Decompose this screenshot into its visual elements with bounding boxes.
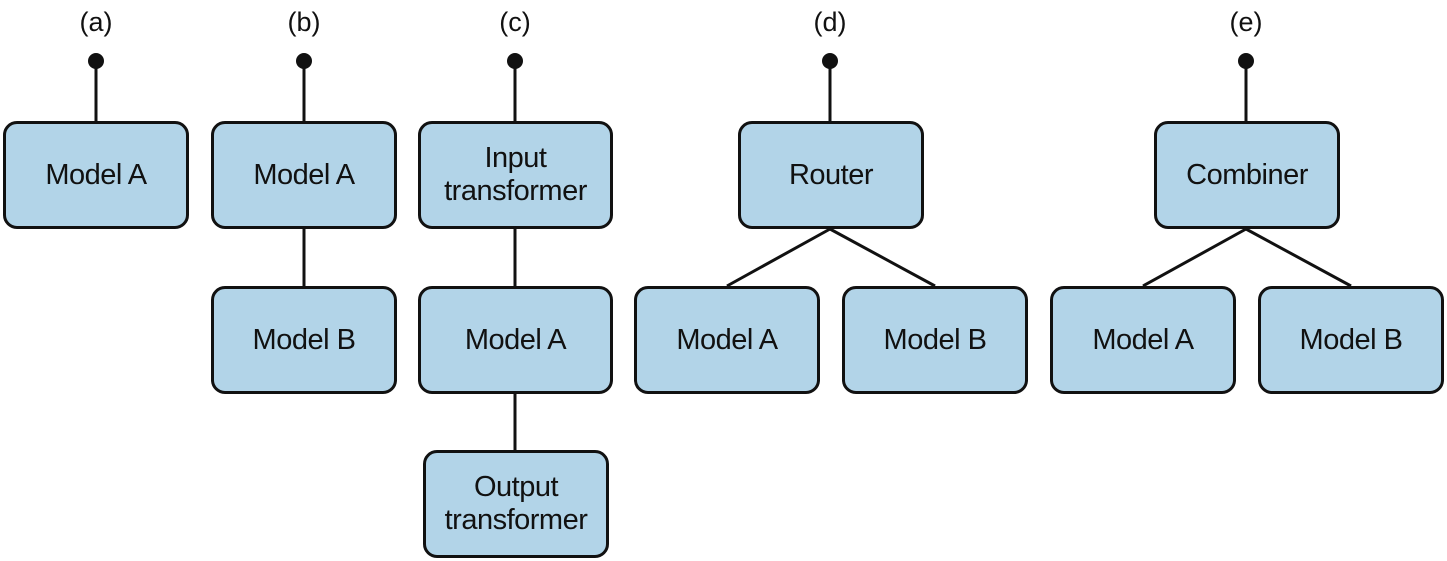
panel-label-d: (d) [813,7,847,37]
node-label: Input transformer [444,142,587,207]
node-combiner: Combiner [1154,121,1340,229]
node-output-transformer: Output transformer [423,450,609,558]
node-model-a: Model A [634,286,820,394]
input-terminal [88,53,104,69]
connector [829,227,936,288]
node-label: Model A [1092,323,1194,356]
node-label: Combiner [1186,158,1308,191]
node-label: Model A [676,323,778,356]
panel-label-b: (b) [287,7,321,37]
input-terminal [1238,53,1254,69]
connector [726,227,831,288]
node-label: Model A [464,323,567,356]
input-terminal [822,53,838,69]
connector [1245,227,1352,288]
node-model-a: Model A [3,121,189,229]
node-label: Router [788,158,874,191]
panel-label-e: (e) [1229,7,1263,37]
node-label: Output transformer [444,471,588,536]
node-input-transformer: Input transformer [418,121,613,229]
node-model-a: Model A [211,121,397,229]
panel-label-c: (c) [499,7,531,37]
node-router: Router [738,121,924,229]
node-model-b: Model B [1258,286,1444,394]
input-terminal [296,53,312,69]
node-model-b: Model B [211,286,397,394]
node-model-a: Model A [418,286,613,394]
node-label: Model B [252,323,356,356]
panel-label-a: (a) [79,7,113,37]
node-label: Model A [45,158,147,191]
node-model-b: Model B [842,286,1028,394]
node-model-a: Model A [1050,286,1236,394]
node-label: Model B [883,323,987,356]
connector [1142,227,1247,288]
node-label: Model A [253,158,355,191]
input-terminal [507,53,523,69]
node-label: Model B [1299,323,1403,356]
